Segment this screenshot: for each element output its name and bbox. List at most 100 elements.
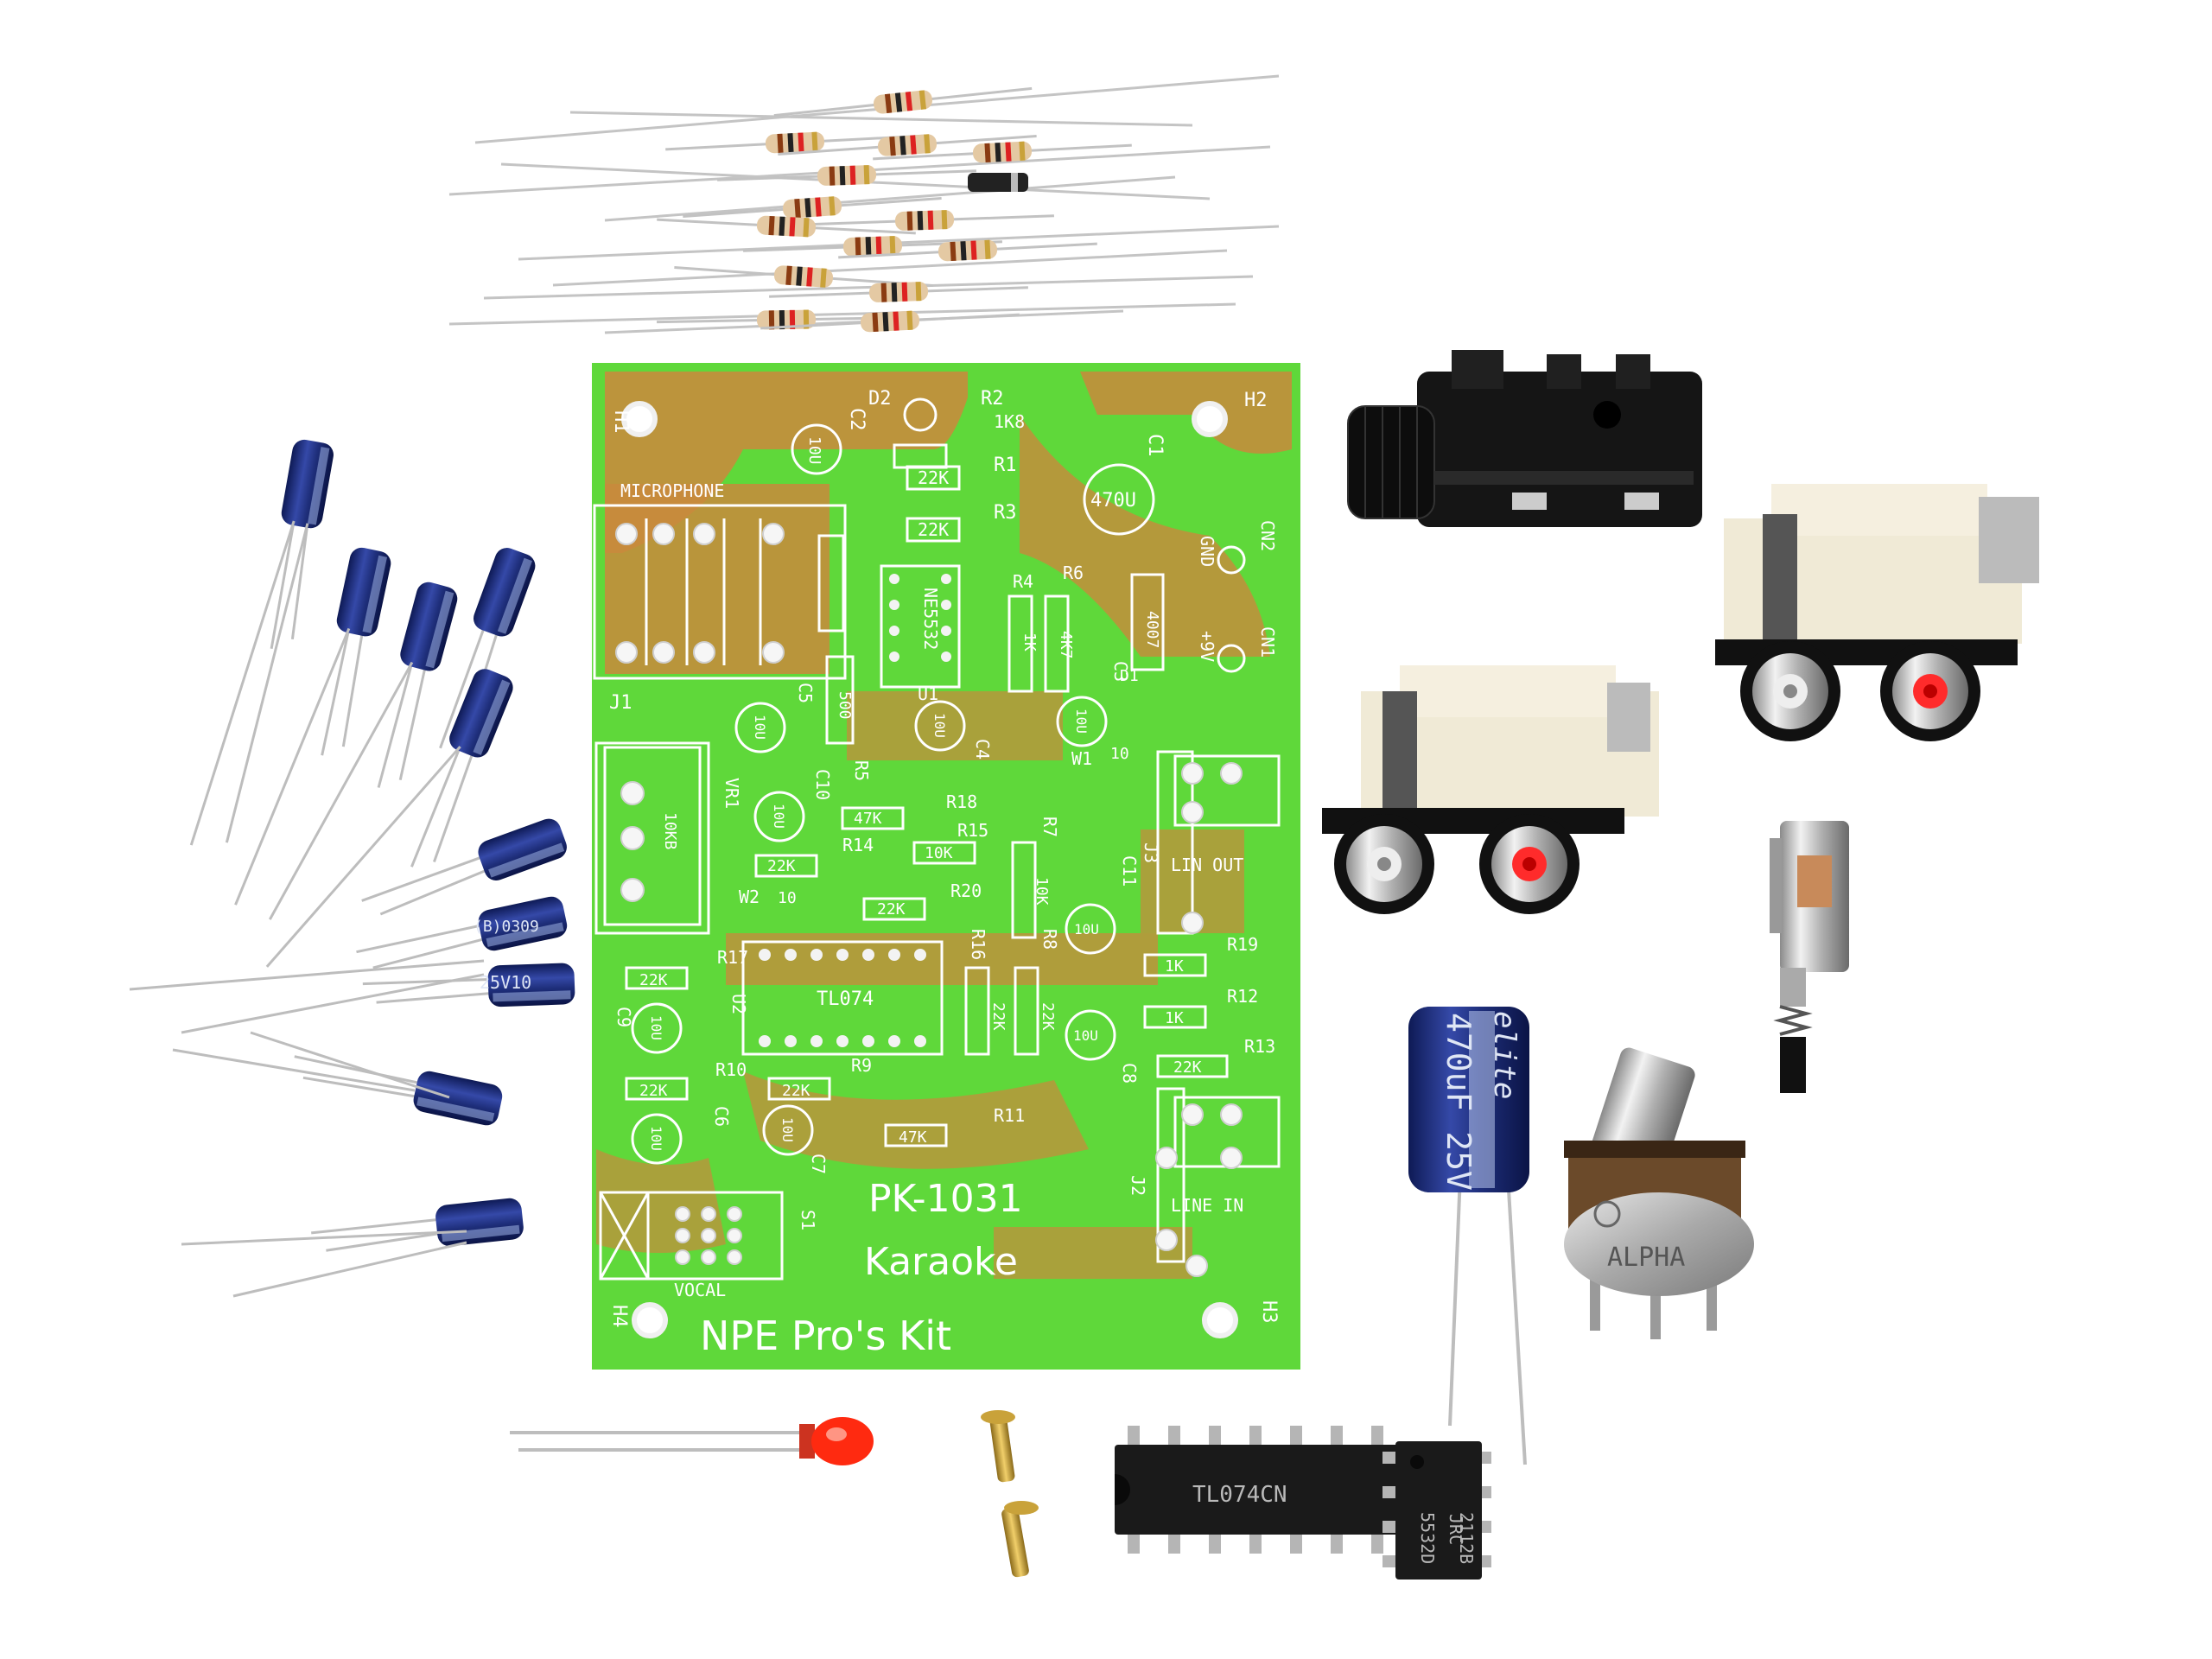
label-r16: R16 [968,929,988,960]
label-r3: R3 [994,502,1017,524]
label-r9-value: 22K [782,1082,810,1100]
big-cap-brand: elite [1487,1011,1522,1099]
label-r15-value: 10K [925,844,953,862]
label-r4: R4 [1013,571,1033,592]
label-c9: C9 [613,1007,634,1027]
label-r14-value: 22K [767,857,796,875]
label-r5: R5 [851,760,872,781]
label-lin-out: LIN OUT [1171,855,1243,875]
label-r1-value: 22K [918,467,949,488]
chip-8pin-line1: 5532D [1417,1512,1438,1564]
label-r13: R13 [1244,1036,1275,1057]
label-c11-value: 10U [1074,921,1099,938]
board-brand: NPE Pro's Kit [700,1313,951,1359]
label-c5-value: 10U [752,715,768,740]
label-h1: H1 [610,410,632,434]
label-c4: C4 [972,739,993,760]
label-c11: C11 [1119,855,1140,887]
label-c2: C2 [846,408,868,431]
label-w2-value: 10 [778,889,797,907]
label-r11: R11 [994,1105,1025,1126]
push-switch [1770,821,1849,1093]
label-r9: R9 [851,1055,872,1076]
label-j2: J2 [1128,1175,1148,1196]
label-r4-value: 1K [1020,632,1039,652]
label-vocal: VOCAL [674,1280,726,1300]
label-r7: R7 [1039,817,1060,837]
board-name: Karaoke [864,1240,1018,1284]
label-h2: H2 [1244,390,1268,411]
label-c4-value: 10U [931,713,948,738]
label-c7: C7 [808,1154,829,1174]
label-r20: R20 [950,880,982,901]
label-c1-value: 470U [1090,490,1136,512]
chip-8pin-line3: 2112B [1456,1512,1477,1564]
chip-14pin: TL074CN [1115,1426,1400,1554]
label-c6: C6 [711,1106,732,1127]
label-c1: C1 [1144,434,1166,457]
label-r14: R14 [842,835,874,855]
label-r10-value: 22K [639,1082,668,1100]
label-w1-value: 10 [1110,745,1129,763]
label-r1: R1 [994,454,1017,476]
label-d2: D2 [868,388,892,410]
label-c10-value: 10U [771,804,787,829]
pot-brand: ALPHA [1607,1243,1685,1273]
label-ic1: NE5532 [920,588,941,650]
label-d1-value: 4007 [1143,611,1161,648]
label-c3-value: 10U [1073,709,1090,734]
label-w2: W2 [739,887,760,907]
label-r15: R15 [957,820,988,841]
rca-jack-right [1715,484,2039,741]
label-line-in: LINE IN [1171,1195,1243,1216]
label-r17-value: 22K [639,971,668,989]
resistor-pile [448,74,1280,340]
label-r6: R6 [1063,563,1084,583]
chip-8pin: 5532D JRC 2112B [1382,1441,1491,1580]
label-c9-value: 10U [648,1015,664,1040]
label-r11-value: 47K [899,1128,927,1147]
label-cn1: CN1 [1257,626,1278,658]
label-r13-value: 22K [1173,1058,1202,1077]
label-r19: R19 [1227,934,1258,955]
label-r16-value: 22K [989,1002,1007,1031]
label-j1: J1 [609,692,632,714]
label-c7-value: 10U [779,1117,796,1142]
label-j3: J3 [1141,842,1161,863]
label-d1: D1 [1120,667,1139,685]
big-cap-value: 470uF 25V [1440,1013,1478,1191]
label-r12: R12 [1227,986,1258,1007]
small-cap-marking: 25V10 [480,972,531,993]
label-w1: W1 [1071,748,1092,769]
label-c8-value: 10U [1073,1027,1098,1044]
rca-jack-left [1322,665,1659,914]
small-cap-code: (B)0309 [474,918,539,936]
label-gnd: GND [1197,536,1217,567]
label-r7-value: 10K [1033,877,1051,906]
chip-14pin-marking: TL074CN [1192,1482,1287,1508]
big-capacitor: 470uF 25V elite [1408,1007,1529,1465]
stereo-jack [1347,350,1702,527]
label-h4: H4 [608,1305,630,1328]
label-vr1-value: 10KB [661,812,679,849]
led [510,1417,874,1465]
label-r18-value: 47K [854,810,882,828]
label-r20-value: 22K [877,900,906,918]
label-r12-value: 1K [1165,1009,1184,1027]
label-ic2: TL074 [817,988,874,1010]
label-c5: C5 [795,683,816,703]
label-plus9v: +9V [1197,631,1217,662]
potentiometer: ALPHA [1564,1047,1754,1339]
label-r3-value: 22K [918,519,949,540]
label-c3: C3 [1110,661,1131,682]
label-s1: S1 [798,1210,818,1230]
label-r8-value: 22K [1039,1002,1057,1031]
label-c2-value: 10U [805,436,823,465]
label-r2: R2 [981,388,1004,410]
label-h3: H3 [1258,1300,1280,1324]
label-r8: R8 [1039,929,1060,950]
label-c8: C8 [1119,1063,1140,1084]
label-r2-value: 1K8 [994,411,1025,432]
pcb-board: H1 H2 H3 H4 D2 R2 1K8 C2 10U R1 22K R3 2… [592,363,1300,1370]
